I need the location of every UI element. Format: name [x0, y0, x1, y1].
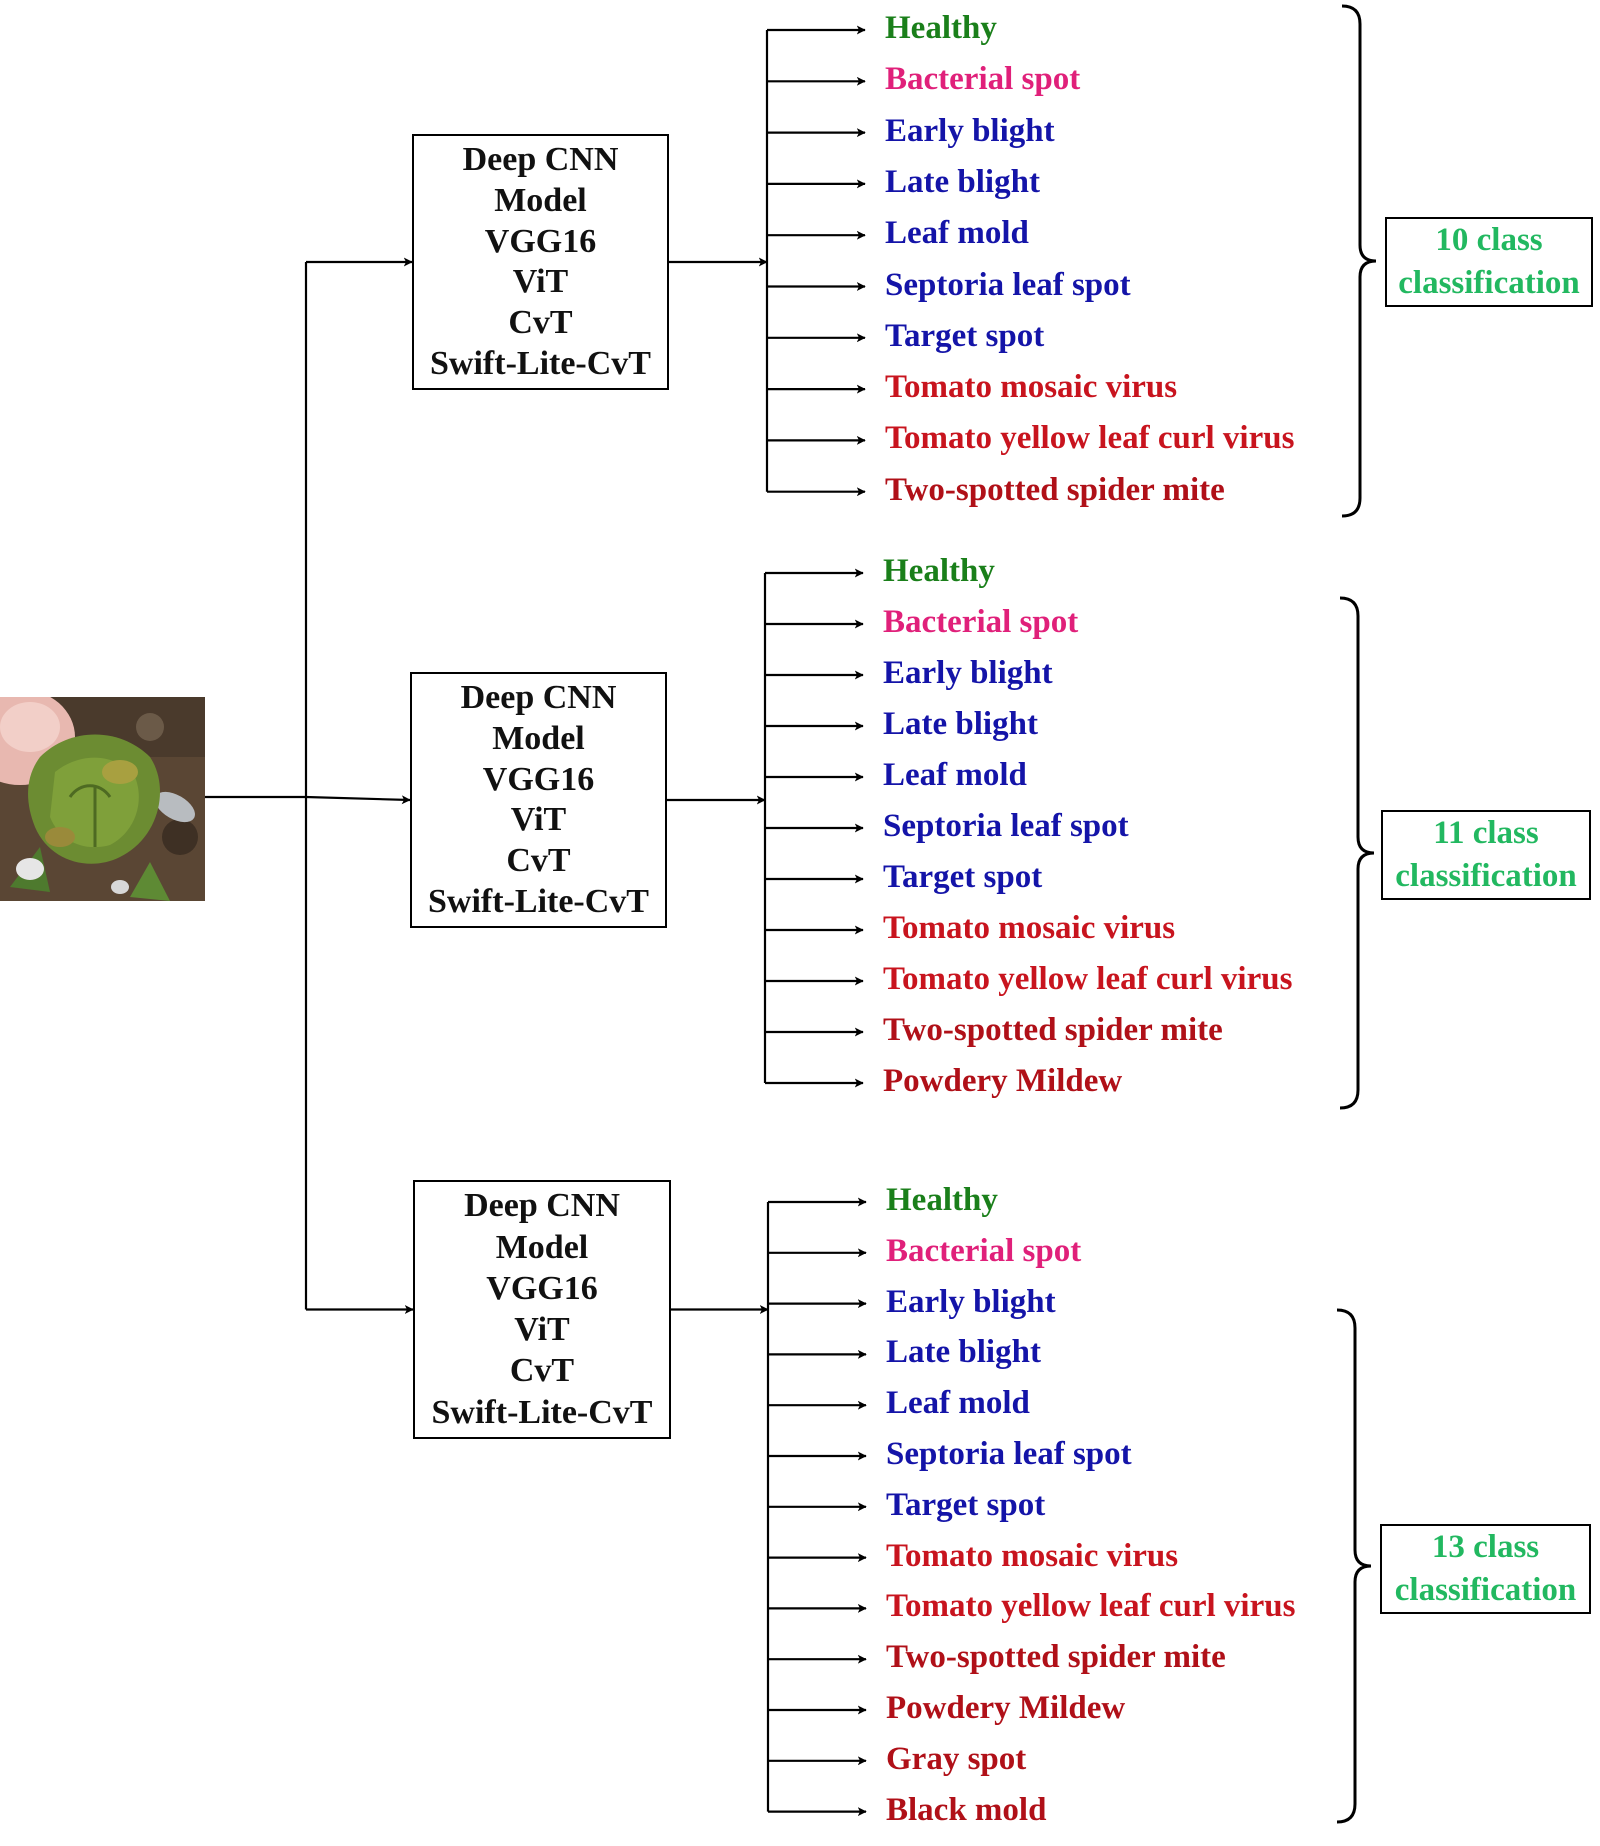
class-label: Target spot	[885, 317, 1045, 354]
model-name-line: Model	[495, 1228, 589, 1266]
class-label: Healthy	[886, 1182, 998, 1218]
summary-text: classification	[1394, 1572, 1577, 1608]
class-label: Healthy	[883, 553, 995, 589]
brace-2	[1339, 596, 1375, 1110]
model-name-line: ViT	[514, 1311, 570, 1349]
class-label: Septoria leaf spot	[883, 808, 1129, 844]
summary-text: 10 class	[1435, 222, 1543, 259]
class-label: Two-spotted spider mite	[883, 1012, 1223, 1048]
class-label: Bacterial spot	[885, 61, 1081, 98]
model-name-line: Swift-Lite-CvT	[428, 883, 649, 921]
arrow-to-model-2	[305, 795, 411, 805]
class-label: Tomato mosaic virus	[883, 910, 1176, 946]
class-label: Tomato mosaic virus	[886, 1537, 1179, 1574]
class-label: Two-spotted spider mite	[885, 471, 1225, 508]
model-name-line: ViT	[510, 801, 567, 839]
model-name-line: Swift-Lite-CvT	[430, 345, 651, 383]
model-name-line: Model	[494, 181, 587, 219]
classification-summary-3: 13 class classification	[1380, 1524, 1591, 1614]
summary-text: 13 class	[1431, 1529, 1540, 1566]
class-label: Late blight	[883, 706, 1038, 742]
tomato-leaf-photo	[0, 697, 205, 901]
model-name-line: Swift-Lite-CvT	[431, 1393, 653, 1431]
class-label: Healthy	[885, 10, 997, 46]
class-label: Bacterial spot	[883, 604, 1079, 640]
class-label: Tomato mosaic virus	[885, 369, 1178, 406]
class-label: Early blight	[883, 655, 1053, 691]
class-label: Leaf mold	[885, 215, 1029, 252]
brace-1	[1341, 4, 1377, 518]
classification-summary-1: 10 class classification	[1385, 217, 1593, 307]
model-name-line: Deep CNN	[460, 678, 617, 716]
model-name-line: Deep CNN	[464, 1187, 620, 1225]
class-label: Gray spot	[886, 1740, 1027, 1777]
class-label: Late blight	[886, 1334, 1041, 1371]
summary-text: classification	[1398, 265, 1580, 301]
class-label: Leaf mold	[883, 757, 1027, 793]
summary-text: classification	[1395, 858, 1577, 894]
class-label: Late blight	[885, 163, 1040, 200]
model-name-line: CvT	[509, 1352, 575, 1390]
class-label: Early blight	[886, 1283, 1056, 1320]
summary-text: 11 class	[1433, 815, 1539, 852]
model-name-line: CvT	[506, 842, 571, 880]
model-name-line: Deep CNN	[462, 140, 619, 178]
classification-summary-2: 11 class classification	[1381, 810, 1591, 900]
model-name-line: ViT	[512, 263, 569, 301]
class-label: Two-spotted spider mite	[886, 1639, 1226, 1676]
class-label: Tomato yellow leaf curl virus	[883, 961, 1293, 997]
model-name-line: VGG16	[482, 760, 595, 798]
class-label: Septoria leaf spot	[886, 1436, 1132, 1472]
class-label: Black mold	[886, 1791, 1047, 1828]
class-label: Septoria leaf spot	[885, 266, 1131, 303]
class-label: Bacterial spot	[886, 1232, 1082, 1269]
class-label: Target spot	[886, 1486, 1046, 1523]
model-name-line: Model	[492, 719, 585, 757]
model-name-line: CvT	[508, 304, 573, 342]
class-label: Powdery Mildew	[886, 1690, 1126, 1726]
brace-3	[1336, 1308, 1372, 1824]
class-label: Tomato yellow leaf curl virus	[885, 420, 1295, 457]
class-label: Tomato yellow leaf curl virus	[886, 1588, 1296, 1625]
model-name-line: VGG16	[486, 1269, 598, 1307]
class-label: Target spot	[883, 859, 1043, 895]
model-name-line: VGG16	[484, 222, 597, 260]
class-label: Leaf mold	[886, 1385, 1030, 1422]
class-label: Early blight	[885, 112, 1055, 149]
class-label: Powdery Mildew	[883, 1063, 1123, 1099]
